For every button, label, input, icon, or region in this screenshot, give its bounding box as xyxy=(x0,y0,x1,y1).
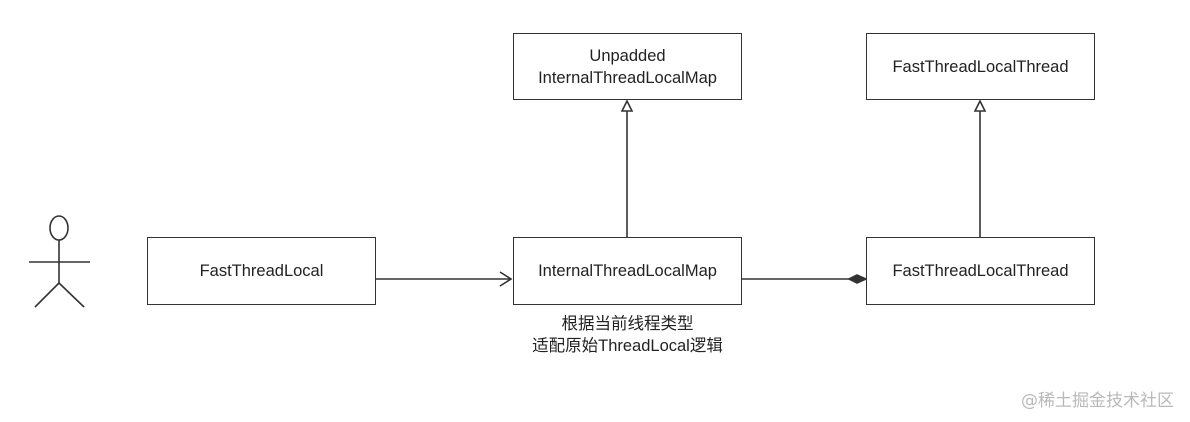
inheritance-arrow-map xyxy=(620,99,634,237)
watermark: @稀土掘金技术社区 xyxy=(1021,391,1174,411)
composition-diamond xyxy=(847,274,868,284)
association-arrowhead xyxy=(499,271,513,287)
actor-head xyxy=(49,215,69,241)
class-box-fast-thread-local-thread: FastThreadLocalThread xyxy=(866,237,1095,305)
class-box-fast-thread-local-thread-parent: FastThreadLocalThread xyxy=(866,33,1095,100)
association-arrow xyxy=(376,271,513,287)
inheritance-triangle-thread xyxy=(973,99,987,112)
actor-stick-figure xyxy=(29,215,90,308)
class-label-unpadded-line2: InternalThreadLocalMap xyxy=(538,68,717,87)
class-label-unpadded-line1: Unpadded xyxy=(589,46,666,65)
composition-link xyxy=(742,274,868,284)
map-note-line1: 根据当前线程类型 xyxy=(561,315,694,333)
inheritance-triangle-map xyxy=(620,99,634,112)
class-label-internal-thread-local-map: InternalThreadLocalMap xyxy=(538,262,717,280)
inheritance-arrow-thread xyxy=(973,99,987,237)
actor-left-leg xyxy=(34,282,60,308)
class-box-fast-thread-local: FastThreadLocal xyxy=(147,237,376,305)
class-label-ftlt-parent: FastThreadLocalThread xyxy=(892,57,1069,76)
class-box-internal-thread-local-map: InternalThreadLocalMap xyxy=(513,237,742,305)
actor-right-leg xyxy=(58,282,85,308)
class-label-fast-thread-local: FastThreadLocal xyxy=(199,262,324,280)
map-note-line2: 适配原始ThreadLocal逻辑 xyxy=(532,337,723,355)
class-label-ftlt: FastThreadLocalThread xyxy=(892,262,1069,280)
class-box-unpadded-internal-thread-local-map: Unpadded InternalThreadLocalMap xyxy=(513,33,742,100)
map-note: 根据当前线程类型 适配原始ThreadLocal逻辑 xyxy=(470,313,785,357)
